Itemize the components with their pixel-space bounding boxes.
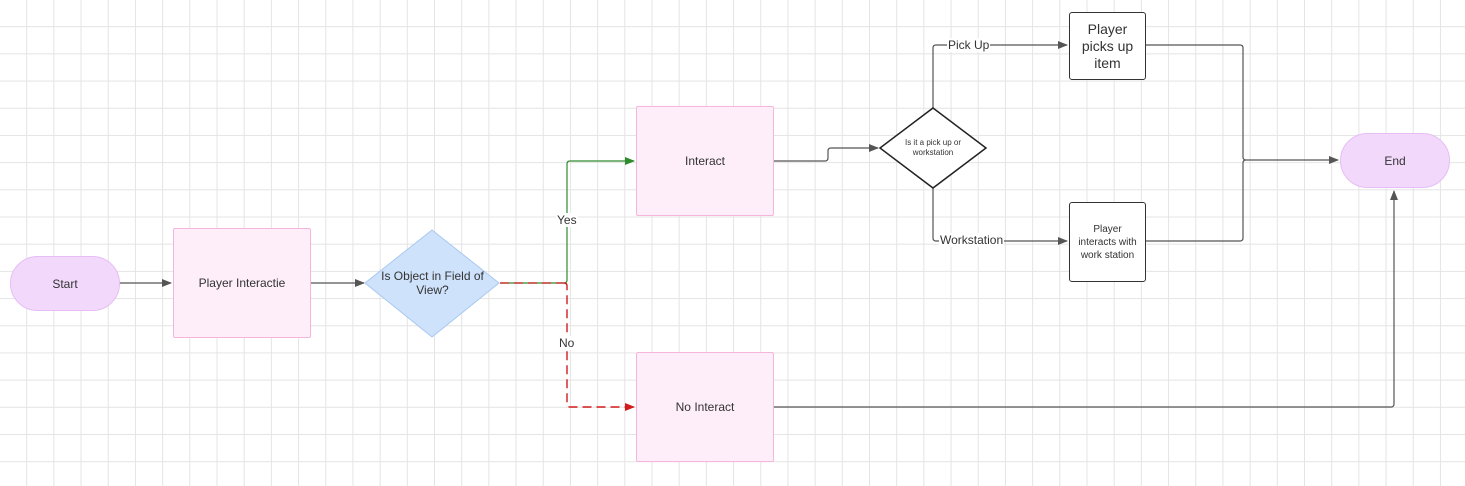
start-label: Start bbox=[52, 276, 78, 291]
picks-up-box[interactable]: Player picks up item bbox=[1069, 12, 1146, 80]
interact-label: Interact bbox=[684, 154, 726, 168]
edge-interact-to-decision-type bbox=[774, 144, 879, 162]
edge-workstation-to-end bbox=[1146, 159, 1247, 242]
edge-pickup-path bbox=[932, 41, 1068, 108]
decision-fov-label: Is Object in Field of View? bbox=[381, 269, 484, 297]
interact-box[interactable]: Interact bbox=[636, 106, 774, 216]
work-station-box[interactable]: Player interacts with work station bbox=[1069, 202, 1146, 282]
decision-type-shape[interactable] bbox=[878, 107, 988, 189]
work-station-label: Player interacts with work station bbox=[1078, 223, 1137, 261]
decision-type-label: Is it a pick up or workstation bbox=[904, 138, 962, 157]
decision-fov-text: Is Object in Field of View? bbox=[380, 262, 485, 304]
decision-type-text: Is it a pick up or workstation bbox=[896, 132, 970, 164]
edge-label-no: No bbox=[558, 336, 576, 350]
player-interaction-label: Player Interactie bbox=[198, 276, 286, 290]
edge-nointeract-to-end bbox=[774, 190, 1398, 408]
edge-no-path bbox=[563, 282, 635, 411]
edge-pickup-to-end bbox=[1146, 44, 1339, 164]
edge-workstation-path bbox=[932, 188, 1068, 245]
edge-label-workstation: Workstation bbox=[939, 233, 1005, 247]
end-node[interactable]: End bbox=[1340, 133, 1450, 188]
no-interact-box[interactable]: No Interact bbox=[636, 352, 774, 462]
no-interact-label: No Interact bbox=[675, 400, 735, 414]
end-label: End bbox=[1384, 153, 1406, 168]
edge-label-pick-up: Pick Up bbox=[947, 38, 991, 52]
player-interaction-box[interactable]: Player Interactie bbox=[173, 228, 311, 338]
decision-fov-shape[interactable] bbox=[364, 229, 500, 338]
edge-label-yes: Yes bbox=[556, 213, 578, 227]
picks-up-label: Player picks up item bbox=[1081, 20, 1134, 71]
start-node[interactable]: Start bbox=[10, 256, 120, 311]
